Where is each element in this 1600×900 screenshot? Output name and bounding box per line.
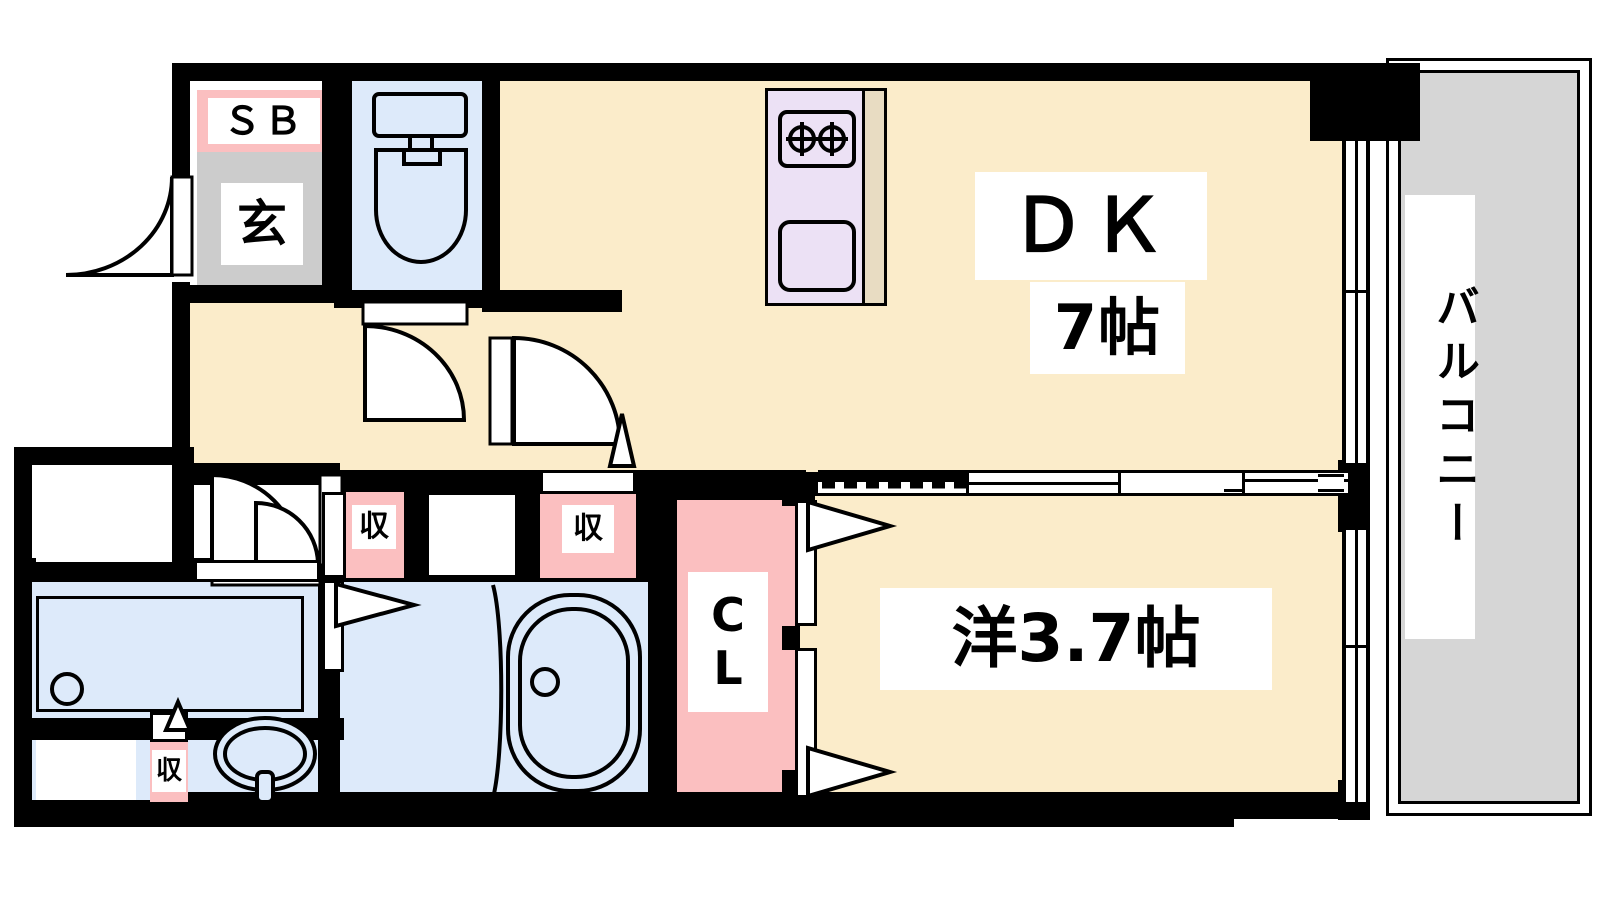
- closet-label-line2: L: [713, 641, 743, 695]
- gas-stove-icon: [778, 110, 856, 168]
- wall-closet-top: [655, 478, 815, 500]
- bathtub-icon: [491, 584, 642, 799]
- partition-rail-3: [1224, 489, 1244, 492]
- closet-arrow-upper-icon: [806, 499, 898, 553]
- bedroom-label: 洋3.7帖: [880, 588, 1272, 690]
- wall-stub-d: [636, 470, 658, 580]
- window-upper-mullion: [1355, 141, 1358, 463]
- wall-closet-mid: [782, 626, 800, 650]
- hallway-door[interactable]: [488, 335, 650, 468]
- wall-dk-divider: [482, 290, 622, 312]
- closet-label: C L: [688, 572, 768, 712]
- bath-top-niche: [540, 470, 636, 494]
- storage-3-label: 収: [152, 750, 186, 792]
- meter-box-alcove: [36, 478, 172, 562]
- partition-rail-2: [1244, 479, 1348, 482]
- kitchen-sink-icon: [778, 220, 856, 292]
- balcony-label: バルコニー: [1405, 195, 1479, 639]
- wall-top: [172, 63, 1352, 81]
- wall-left-outer: [14, 447, 32, 827]
- wall-left-step-top: [14, 447, 190, 465]
- storage-3-arrow-icon: [162, 696, 194, 732]
- wall-entry-bottom: [186, 285, 338, 303]
- wall-toilet-right: [482, 63, 500, 308]
- balcony-outline: [1398, 70, 1580, 804]
- bathroom-arrow-icon: [334, 581, 422, 629]
- wall-closet-left: [655, 480, 677, 802]
- window-lower-tick: [1346, 645, 1368, 648]
- balcony-sill: [1318, 474, 1344, 492]
- wall-top-right-block: [1310, 63, 1420, 141]
- wall-toilet-left: [334, 63, 352, 303]
- partition-solid-seg: [818, 470, 968, 482]
- closet-arrow-lower-icon: [806, 745, 898, 799]
- partition-div-1: [966, 470, 969, 496]
- entrance-door[interactable]: [60, 175, 195, 285]
- closet-niche: [426, 492, 518, 578]
- storage-1-door[interactable]: [322, 492, 346, 578]
- wall-left-upper2: [172, 282, 190, 447]
- dk-size-label: 7帖: [1030, 282, 1185, 374]
- entrance-label: 玄: [221, 183, 303, 265]
- partition-dashed-icon: [822, 481, 968, 489]
- kitchen-counter-edge: [865, 88, 887, 306]
- dk-label: ＤＫ: [975, 172, 1207, 280]
- lower-left-alcove: [36, 740, 136, 800]
- partition-div-3: [1242, 470, 1245, 496]
- washing-drain-icon: [50, 672, 84, 706]
- window-lower-mullion: [1355, 530, 1358, 802]
- partition-rail-1: [968, 482, 1120, 485]
- toilet-door[interactable]: [360, 300, 495, 427]
- closet-label-line1: C: [711, 588, 745, 643]
- window-upper-tick: [1346, 290, 1368, 293]
- hall-shelf-niche: [194, 560, 320, 582]
- vanity-sink-icon: [213, 716, 317, 804]
- wall-partition-left-cap: [790, 472, 818, 496]
- storage-1-label: 収: [352, 505, 396, 549]
- shoe-box-label: ＳＢ: [208, 98, 320, 144]
- balcony-outer-rail: [1386, 58, 1592, 816]
- toilet-bowl: [372, 92, 468, 264]
- wall-alcove-right: [172, 447, 194, 562]
- wall-bottom-right: [168, 792, 1358, 819]
- storage-2-label: 収: [562, 505, 614, 553]
